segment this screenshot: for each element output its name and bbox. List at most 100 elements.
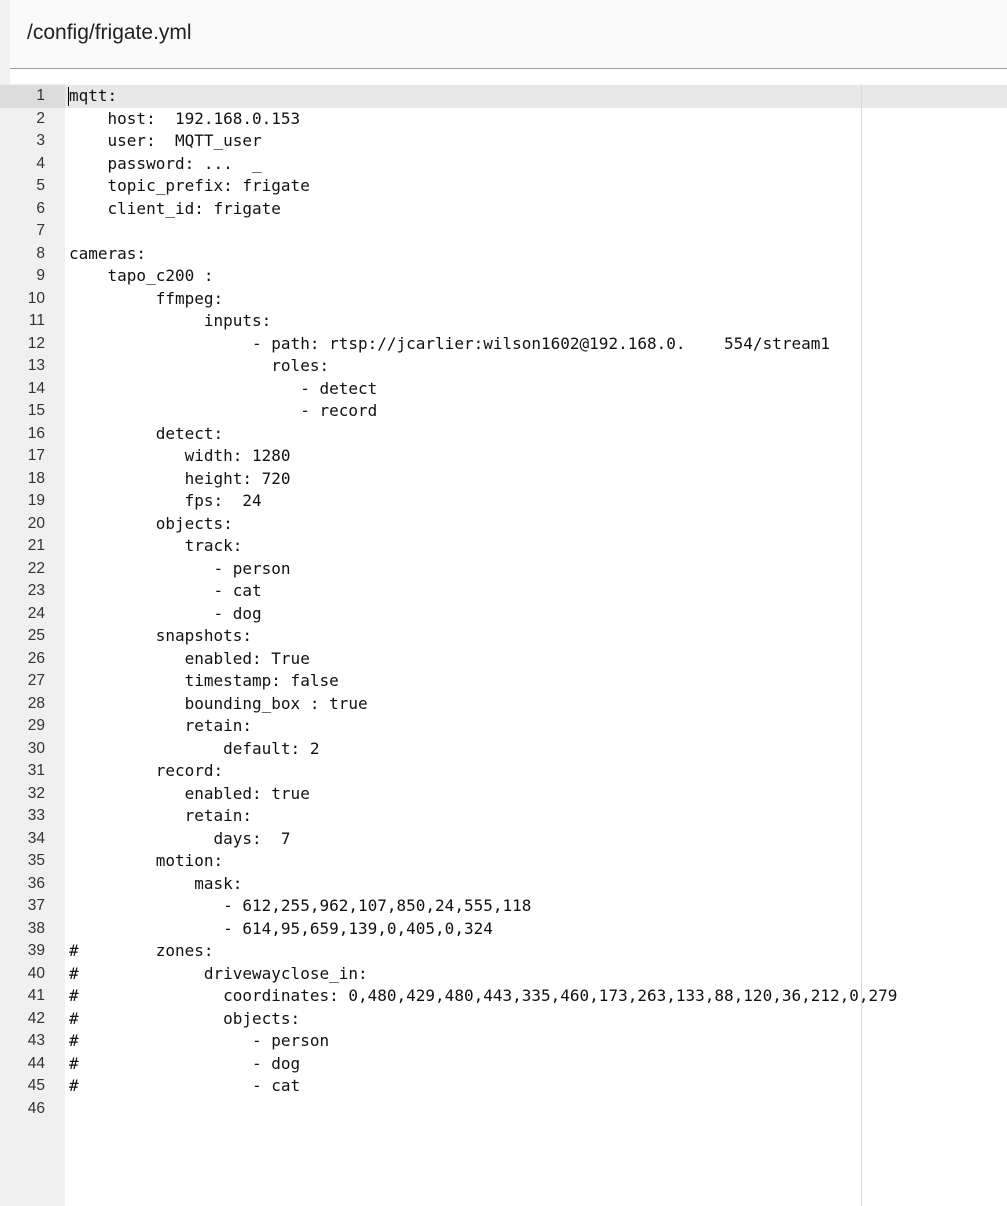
- line-number: 17: [27, 447, 45, 464]
- code-line[interactable]: objects:: [69, 513, 233, 533]
- line-number: 23: [27, 582, 45, 599]
- code-line[interactable]: - path: rtsp://jcarlier:wilson1602@192.1…: [69, 333, 830, 353]
- code-line[interactable]: # - person: [69, 1031, 330, 1050]
- code-line[interactable]: - detect: [69, 378, 378, 398]
- code-line[interactable]: - person: [69, 558, 291, 578]
- line-number: 44: [27, 1054, 45, 1072]
- code-line[interactable]: - 612,255,962,107,850,24,555,118: [69, 896, 532, 915]
- line-number: 27: [27, 672, 45, 689]
- code-line[interactable]: - dog: [69, 603, 262, 623]
- line-number: 25: [27, 627, 45, 644]
- code-line[interactable]: retain:: [69, 716, 253, 735]
- line-number: 4: [36, 154, 45, 172]
- active-gutter-highlight: [0, 85, 65, 108]
- line-number: 19: [27, 492, 45, 509]
- line-number: 22: [27, 559, 45, 577]
- line-number: 32: [27, 784, 45, 802]
- line-number: 24: [27, 604, 45, 622]
- line-number: 18: [27, 469, 45, 487]
- line-number: 12: [27, 334, 45, 352]
- code-line[interactable]: mqtt:: [69, 86, 118, 105]
- code-line[interactable]: password: ... _: [69, 153, 262, 173]
- code-line[interactable]: width: 1280: [69, 446, 291, 465]
- line-number: 5: [36, 177, 45, 194]
- line-number: 46: [27, 1099, 45, 1117]
- code-line[interactable]: # coordinates: 0,480,429,480,443,335,460…: [69, 986, 898, 1005]
- line-number: 2: [36, 109, 45, 127]
- line-number: 38: [27, 919, 45, 937]
- line-number: 34: [27, 829, 45, 847]
- code-line[interactable]: - cat: [69, 581, 262, 600]
- line-number: 14: [27, 379, 45, 397]
- line-number: 9: [36, 267, 45, 284]
- code-line[interactable]: tapo_c200 :: [69, 266, 214, 285]
- code-line[interactable]: # - dog: [69, 1053, 301, 1073]
- line-number: 45: [27, 1077, 45, 1094]
- code-line[interactable]: detect:: [69, 423, 224, 443]
- line-number: 1: [36, 87, 45, 104]
- code-line[interactable]: record:: [69, 761, 224, 780]
- line-number: 35: [27, 852, 45, 869]
- text-cursor: [68, 87, 69, 106]
- line-number: 42: [27, 1009, 45, 1027]
- line-number: 7: [36, 222, 45, 239]
- line-number: 36: [27, 874, 45, 892]
- code-line[interactable]: height: 720: [69, 468, 291, 488]
- code-line[interactable]: enabled: True: [69, 648, 310, 668]
- code-line[interactable]: motion:: [69, 851, 224, 870]
- line-number: 13: [27, 357, 45, 374]
- code-line[interactable]: bounding_box : true: [69, 693, 368, 713]
- code-line[interactable]: track:: [69, 536, 243, 555]
- code-line[interactable]: enabled: true: [69, 783, 310, 803]
- line-number: 31: [27, 762, 45, 779]
- line-number: 8: [36, 244, 45, 262]
- code-line[interactable]: inputs:: [69, 311, 272, 330]
- line-number: 10: [27, 289, 45, 307]
- line-number-gutter: [0, 84, 65, 1206]
- code-line[interactable]: retain:: [69, 806, 253, 825]
- line-number: 39: [27, 942, 45, 959]
- line-number: 15: [27, 402, 45, 419]
- line-number: 26: [27, 649, 45, 667]
- line-number: 3: [36, 132, 45, 149]
- print-margin: [861, 84, 862, 1206]
- code-line[interactable]: [69, 1098, 999, 1121]
- file-path-title: /config/frigate.yml: [27, 21, 192, 44]
- code-line[interactable]: user: MQTT_user: [69, 131, 262, 150]
- code-line[interactable]: topic_prefix: frigate: [69, 176, 310, 195]
- code-line[interactable]: # zones:: [69, 941, 214, 960]
- code-line[interactable]: - record: [69, 401, 378, 420]
- code-line[interactable]: client_id: frigate: [69, 198, 281, 218]
- line-number: 6: [36, 199, 45, 217]
- file-header: /config/frigate.yml: [10, 0, 1007, 69]
- code-line[interactable]: snapshots:: [69, 626, 253, 645]
- code-line[interactable]: cameras:: [69, 243, 147, 263]
- code-line[interactable]: - 614,95,659,139,0,405,0,324: [69, 918, 493, 938]
- line-number: 29: [27, 717, 45, 734]
- line-number: 33: [27, 807, 45, 824]
- code-line[interactable]: roles:: [69, 356, 330, 375]
- line-number: 21: [27, 537, 45, 554]
- active-line-highlight: [0, 85, 1007, 108]
- line-number: 16: [27, 424, 45, 442]
- line-number: 40: [27, 964, 45, 982]
- code-line[interactable]: # objects:: [69, 1008, 301, 1028]
- line-number: 30: [27, 739, 45, 757]
- line-number: 37: [27, 897, 45, 914]
- code-line[interactable]: ffmpeg:: [69, 288, 224, 308]
- line-number: 43: [27, 1032, 45, 1049]
- line-number: 20: [27, 514, 45, 532]
- line-number: 28: [27, 694, 45, 712]
- code-line[interactable]: days: 7: [69, 828, 291, 848]
- code-line[interactable]: # drivewayclose_in:: [69, 963, 368, 983]
- code-line[interactable]: fps: 24: [69, 491, 262, 510]
- code-line[interactable]: default: 2: [69, 738, 320, 758]
- code-line[interactable]: host: 192.168.0.153: [69, 108, 301, 128]
- code-line[interactable]: mask:: [69, 873, 243, 893]
- code-content[interactable]: mqtt: host: 192.168.0.153 user: MQTT_use…: [69, 85, 999, 1120]
- code-line[interactable]: timestamp: false: [69, 671, 339, 690]
- code-line[interactable]: # - cat: [69, 1076, 301, 1095]
- code-line[interactable]: [69, 220, 999, 243]
